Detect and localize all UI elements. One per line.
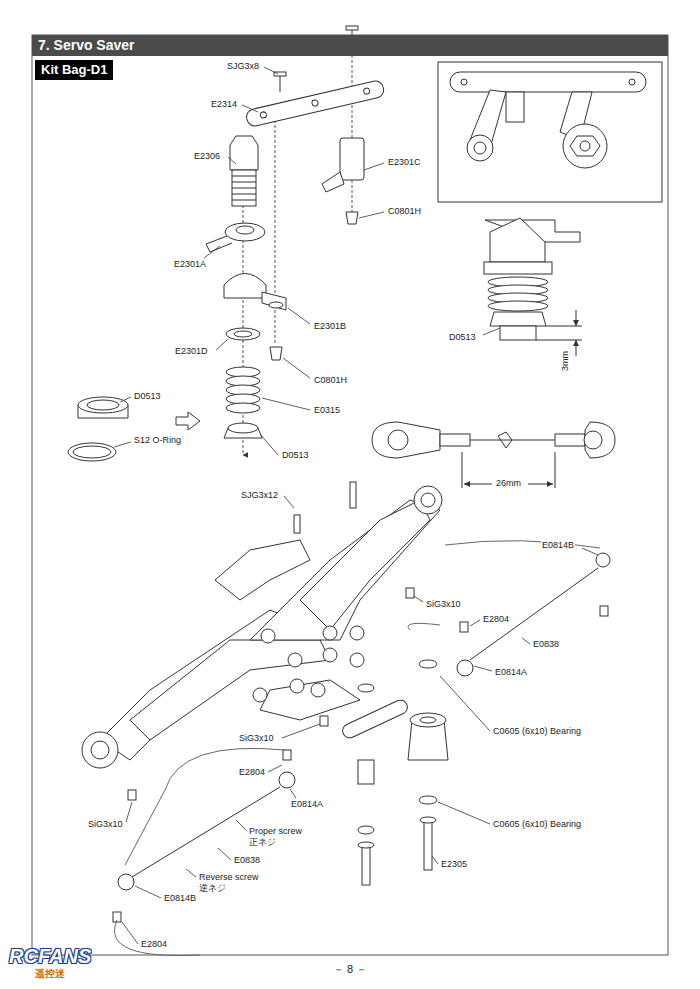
part-callout: SiG3x10 [425,599,462,610]
part-callout: SiG3x10 [87,819,124,830]
part-callout: SJG3x8 [226,61,260,72]
watermark: 遥控迷 [34,968,66,980]
part-callout: E2804 [482,614,510,625]
part-callout: Proper screw [248,826,303,837]
part-callout: S12 O-Ring [133,435,182,446]
part-callout: SJG3x12 [240,490,279,501]
part-callout: 逆ネジ [198,883,227,894]
section-title: 7. Servo Saver [32,35,668,56]
part-callout: E2301C [387,157,422,168]
part-callout: SiG3x10 [238,733,275,744]
part-callout: Reverse screw [198,872,260,883]
part-callout: 正ネジ [248,837,277,848]
part-callout: C0801H [387,206,422,217]
part-callout: E2306 [193,151,221,162]
part-callout: E2804 [238,767,266,778]
dimension: 3mm [560,350,571,372]
part-callout: E0315 [313,405,341,416]
part-callout: E2305 [440,859,468,870]
part-callout: D0513 [281,450,310,461]
part-callout: 26mm [495,478,522,489]
part-callout: E2804 [140,939,168,950]
part-callout: E0838 [532,639,560,650]
kit-bag-tag: Kit Bag-D1 [35,60,113,80]
part-callout: E0838 [233,855,261,866]
part-callout: C0605 (6x10) Bearing [492,819,582,830]
part-callout: C0801H [313,375,348,386]
part-callout: E0814A [494,667,528,678]
part-callout: E2301A [173,259,207,270]
part-callout: C0605 (6x10) Bearing [492,726,582,737]
part-callout: E0814B [163,893,197,904]
part-callout: E2301D [174,346,209,357]
part-callout: E0814A [290,799,324,810]
part-callout: E0814B [541,540,575,551]
kit-bag-label: Kit Bag-D1 [41,62,107,77]
part-callout: D0513 [133,391,162,402]
part-callout: D0513 [448,332,477,343]
part-callout: E2314 [210,99,238,110]
part-callout: E2301B [313,321,347,332]
page-number: － 8 － [332,963,368,976]
watermark: RCFANS [8,945,92,967]
